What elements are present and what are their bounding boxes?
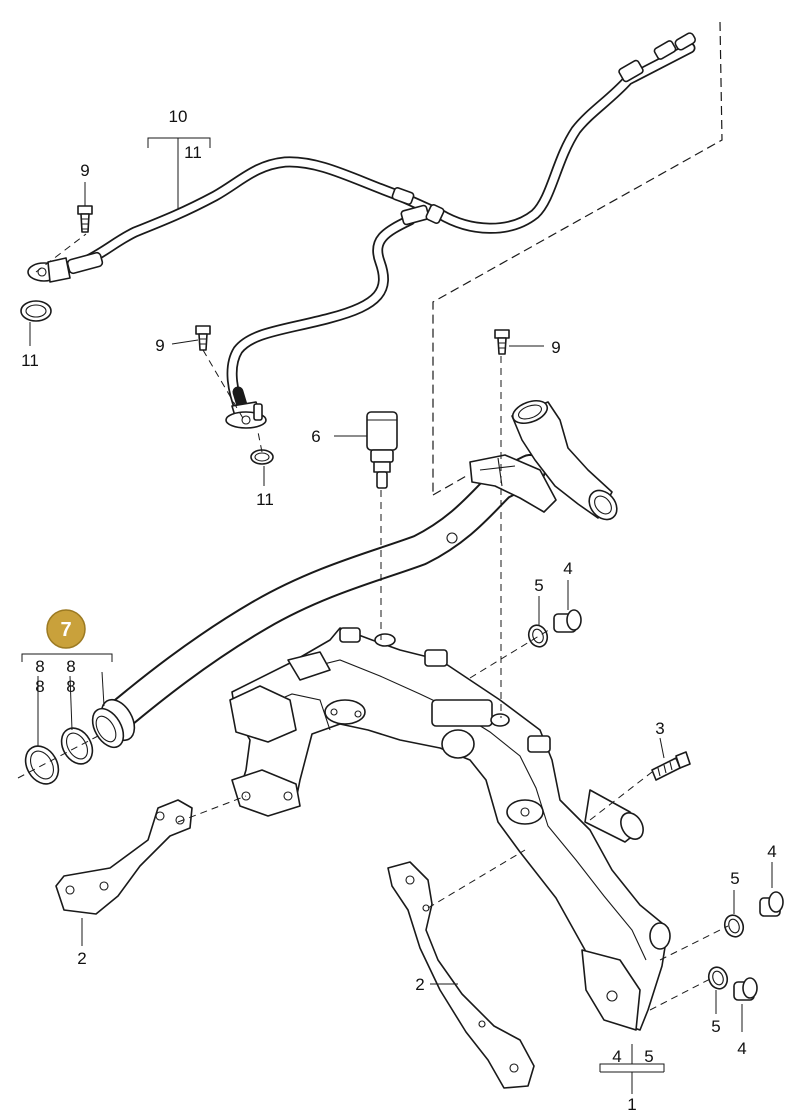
sealing-ring-middle [250,449,274,465]
label-part-11-middle[interactable]: 11 [256,490,274,509]
gasket-left [55,799,193,915]
part-labels: 10 11 9 11 9 11 6 9 5 4 8 8 8 8 3 2 2 5 … [21,107,777,1114]
label-part-10[interactable]: 10 [169,107,188,126]
callout-badge-7[interactable]: 7 [46,609,86,649]
label-part-8-c[interactable]: 8 [35,677,44,696]
label-part-4-bracket[interactable]: 4 [612,1047,621,1066]
seal-right [723,914,745,938]
label-part-8-d[interactable]: 8 [66,677,75,696]
label-part-1[interactable]: 1 [627,1095,636,1114]
banjo-bolt-upper [77,205,93,233]
label-part-9-right[interactable]: 9 [551,338,560,357]
label-part-5-bracket[interactable]: 5 [644,1047,653,1066]
coolant-pipe [91,399,618,749]
leader-lines [21,137,773,1094]
label-part-3[interactable]: 3 [655,719,664,738]
label-part-11-left[interactable]: 11 [21,351,39,370]
label-part-5-upper[interactable]: 5 [534,576,543,595]
label-part-2-bottom[interactable]: 2 [415,975,424,994]
assembly-guide-lines [17,233,729,1011]
label-part-4-upper[interactable]: 4 [563,559,572,578]
plug-upper [553,609,582,633]
label-part-6[interactable]: 6 [311,427,320,446]
coolant-manifold [229,627,671,1031]
label-part-9-upper[interactable]: 9 [80,161,89,180]
plug-low [733,977,758,1001]
label-part-4-right[interactable]: 4 [767,842,776,861]
temperature-sensor [366,411,398,489]
gasket-lower [387,861,535,1089]
sealing-ring-left [20,300,52,322]
label-part-11-bracket[interactable]: 11 [184,143,202,162]
seal-low [707,966,729,990]
plug-right [759,891,784,917]
banjo-bolt-right [494,329,510,355]
label-part-9-middle[interactable]: 9 [155,336,164,355]
label-part-8-b[interactable]: 8 [66,657,75,676]
label-part-8-a[interactable]: 8 [35,657,44,676]
label-part-5-right[interactable]: 5 [730,869,739,888]
label-part-4-low[interactable]: 4 [737,1039,746,1058]
vent-hose-assembly [27,32,696,429]
label-part-2-left[interactable]: 2 [77,949,86,968]
banjo-bolt-middle [195,325,211,351]
label-part-5-low[interactable]: 5 [711,1017,720,1036]
seal-upper [527,624,549,648]
o-ring-inner [60,727,94,765]
hex-screw [651,751,691,781]
callout-badge-label: 7 [60,619,71,641]
dashed-assembly-frame [432,21,723,496]
